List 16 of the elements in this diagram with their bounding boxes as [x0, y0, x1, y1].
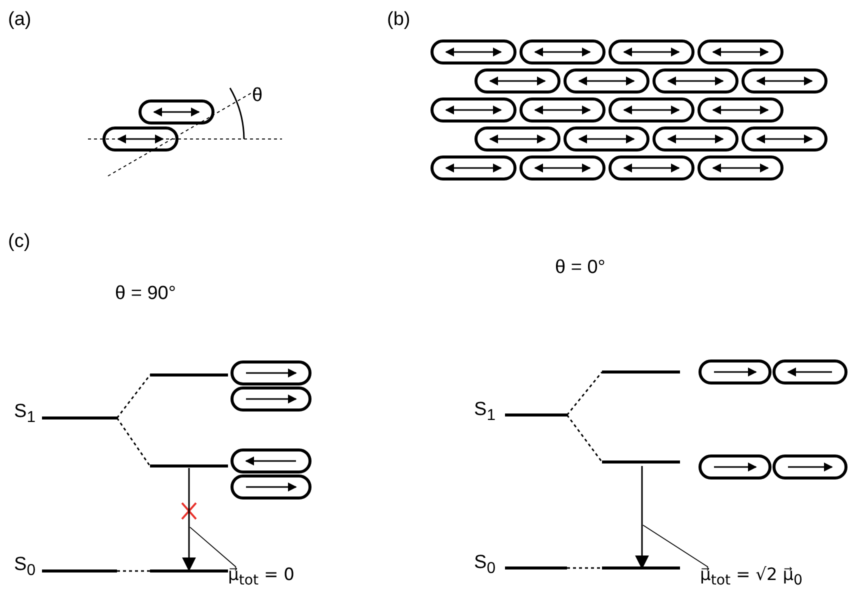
equation-label: μ⃗$_{tot}$ = 0: [228, 566, 294, 589]
transition-arrow: [181, 468, 197, 570]
text-label: θ = 90°: [115, 284, 176, 305]
panel-label: (c): [8, 232, 30, 253]
equation-label: μ⃗$_{tot}$ = √2 μ⃗$_{0}$: [700, 566, 803, 589]
leader-line: [190, 526, 236, 568]
text-label: θ = 0°: [555, 258, 606, 279]
panel-label: (b): [387, 10, 410, 31]
text-label: S$_{1}$: [474, 400, 496, 424]
transition-arrow: [634, 466, 650, 568]
text-label: S$_{1}$: [14, 402, 36, 426]
text-label: S$_{0}$: [474, 553, 496, 578]
leader-line: [642, 524, 708, 568]
text-label: S$_{0}$: [14, 555, 36, 580]
text-label: θ: [252, 86, 263, 107]
panel-label: (a): [8, 10, 32, 31]
